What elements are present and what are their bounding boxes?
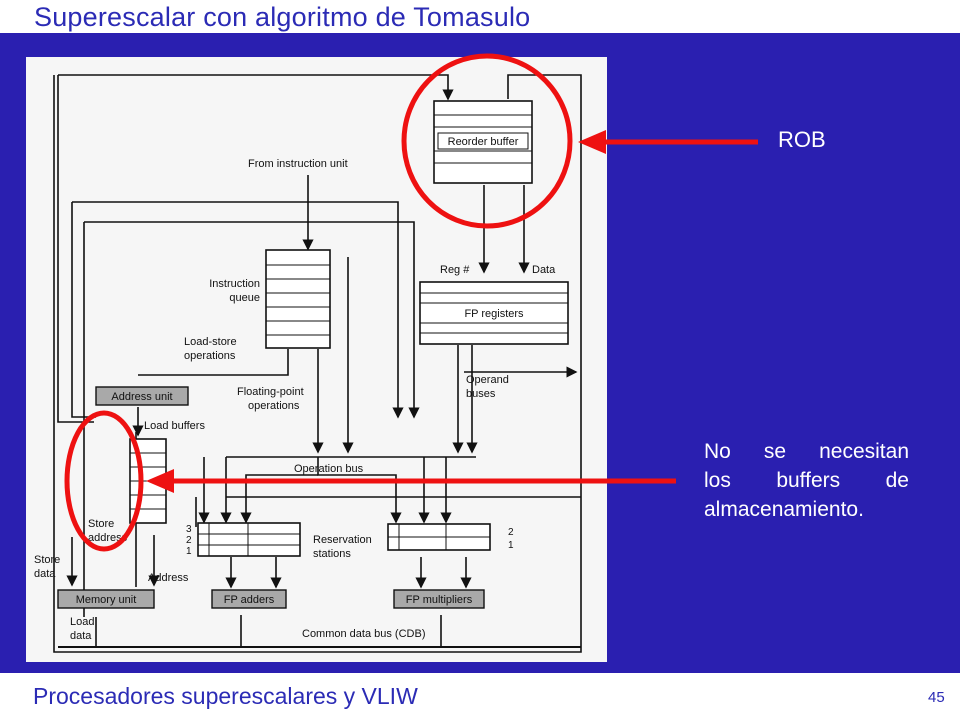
operation-bus-label: Operation bus bbox=[294, 463, 364, 475]
load-buffers-highlight-ellipse bbox=[64, 410, 144, 552]
operand-buses-label-2: buses bbox=[466, 388, 496, 400]
fp-adders-label: FP adders bbox=[224, 594, 275, 606]
load-data-label-1: Load bbox=[70, 616, 94, 628]
rs-left-2: 2 bbox=[186, 535, 192, 546]
fp-registers-label: FP registers bbox=[464, 308, 524, 320]
from-instruction-unit-label: From instruction unit bbox=[248, 158, 348, 170]
fp-operations-label-2: operations bbox=[248, 400, 300, 412]
note-line: No se necesitan bbox=[704, 440, 909, 463]
reorder-buffer-label: Reorder buffer bbox=[448, 136, 519, 148]
bus-lines bbox=[53, 74, 582, 653]
store-data-label-1: Store bbox=[34, 554, 60, 566]
slide-title: Superescalar con algoritmo de Tomasulo bbox=[34, 2, 531, 32]
page-number: 45 bbox=[928, 689, 945, 706]
note-arrow-icon bbox=[146, 469, 676, 493]
rs-left-3: 3 bbox=[186, 524, 192, 535]
note-text: No se necesitan los buffers de almacenam… bbox=[704, 437, 909, 524]
rob-highlight-ellipse bbox=[401, 53, 573, 229]
rs-left-1: 1 bbox=[186, 546, 192, 557]
diagram-svg: Reorder buffer From instruction unit Ins… bbox=[34, 74, 582, 653]
store-address-label-2: address bbox=[88, 532, 128, 544]
memory-unit: Memory unit bbox=[57, 589, 155, 609]
fp-multipliers: FP multipliers bbox=[393, 589, 485, 609]
fp-registers: FP registers bbox=[419, 281, 569, 345]
reservation-stations-multipliers: 2 1 bbox=[387, 523, 514, 551]
operand-buses-label-1: Operand bbox=[466, 374, 509, 386]
rs-right-1: 1 bbox=[508, 540, 514, 551]
cdb-label: Common data bus (CDB) bbox=[302, 628, 426, 640]
store-address-label-1: Store bbox=[88, 518, 114, 530]
instruction-queue: Instruction queue bbox=[209, 249, 331, 349]
memory-unit-label: Memory unit bbox=[76, 594, 137, 606]
instruction-queue-label-1: Instruction bbox=[209, 278, 260, 290]
note-line: los buffers de bbox=[704, 469, 909, 492]
address-label: Address bbox=[148, 572, 189, 584]
load-store-label-2: operations bbox=[184, 350, 236, 362]
rob-arrow-icon bbox=[578, 130, 758, 154]
reservation-stations-label-2: stations bbox=[313, 548, 351, 560]
reorder-buffer: Reorder buffer bbox=[433, 100, 533, 184]
address-unit-label: Address unit bbox=[111, 391, 172, 403]
note-line: almacenamiento. bbox=[704, 498, 864, 521]
reg-num-label: Reg # bbox=[440, 264, 470, 276]
slide-footer: Procesadores superescalares y VLIW bbox=[33, 683, 418, 709]
fp-operations-label-1: Floating-point bbox=[237, 386, 304, 398]
fp-adders: FP adders bbox=[211, 589, 287, 609]
load-store-label-1: Load-store bbox=[184, 336, 237, 348]
address-unit: Address unit bbox=[95, 386, 189, 406]
store-data-label-2: data bbox=[34, 568, 56, 580]
reservation-stations-adders: 3 2 1 bbox=[186, 522, 301, 557]
fp-multipliers-label: FP multipliers bbox=[406, 594, 473, 606]
reservation-stations-label-1: Reservation bbox=[313, 534, 372, 546]
rs-right-2: 2 bbox=[508, 527, 514, 538]
load-data-label-2: data bbox=[70, 630, 92, 642]
tomasulo-diagram: Reorder buffer From instruction unit Ins… bbox=[26, 57, 607, 662]
data-label: Data bbox=[532, 264, 556, 276]
instruction-queue-label-2: queue bbox=[229, 292, 260, 304]
load-buffers-label: Load buffers bbox=[144, 420, 205, 432]
rob-label: ROB bbox=[778, 127, 826, 152]
